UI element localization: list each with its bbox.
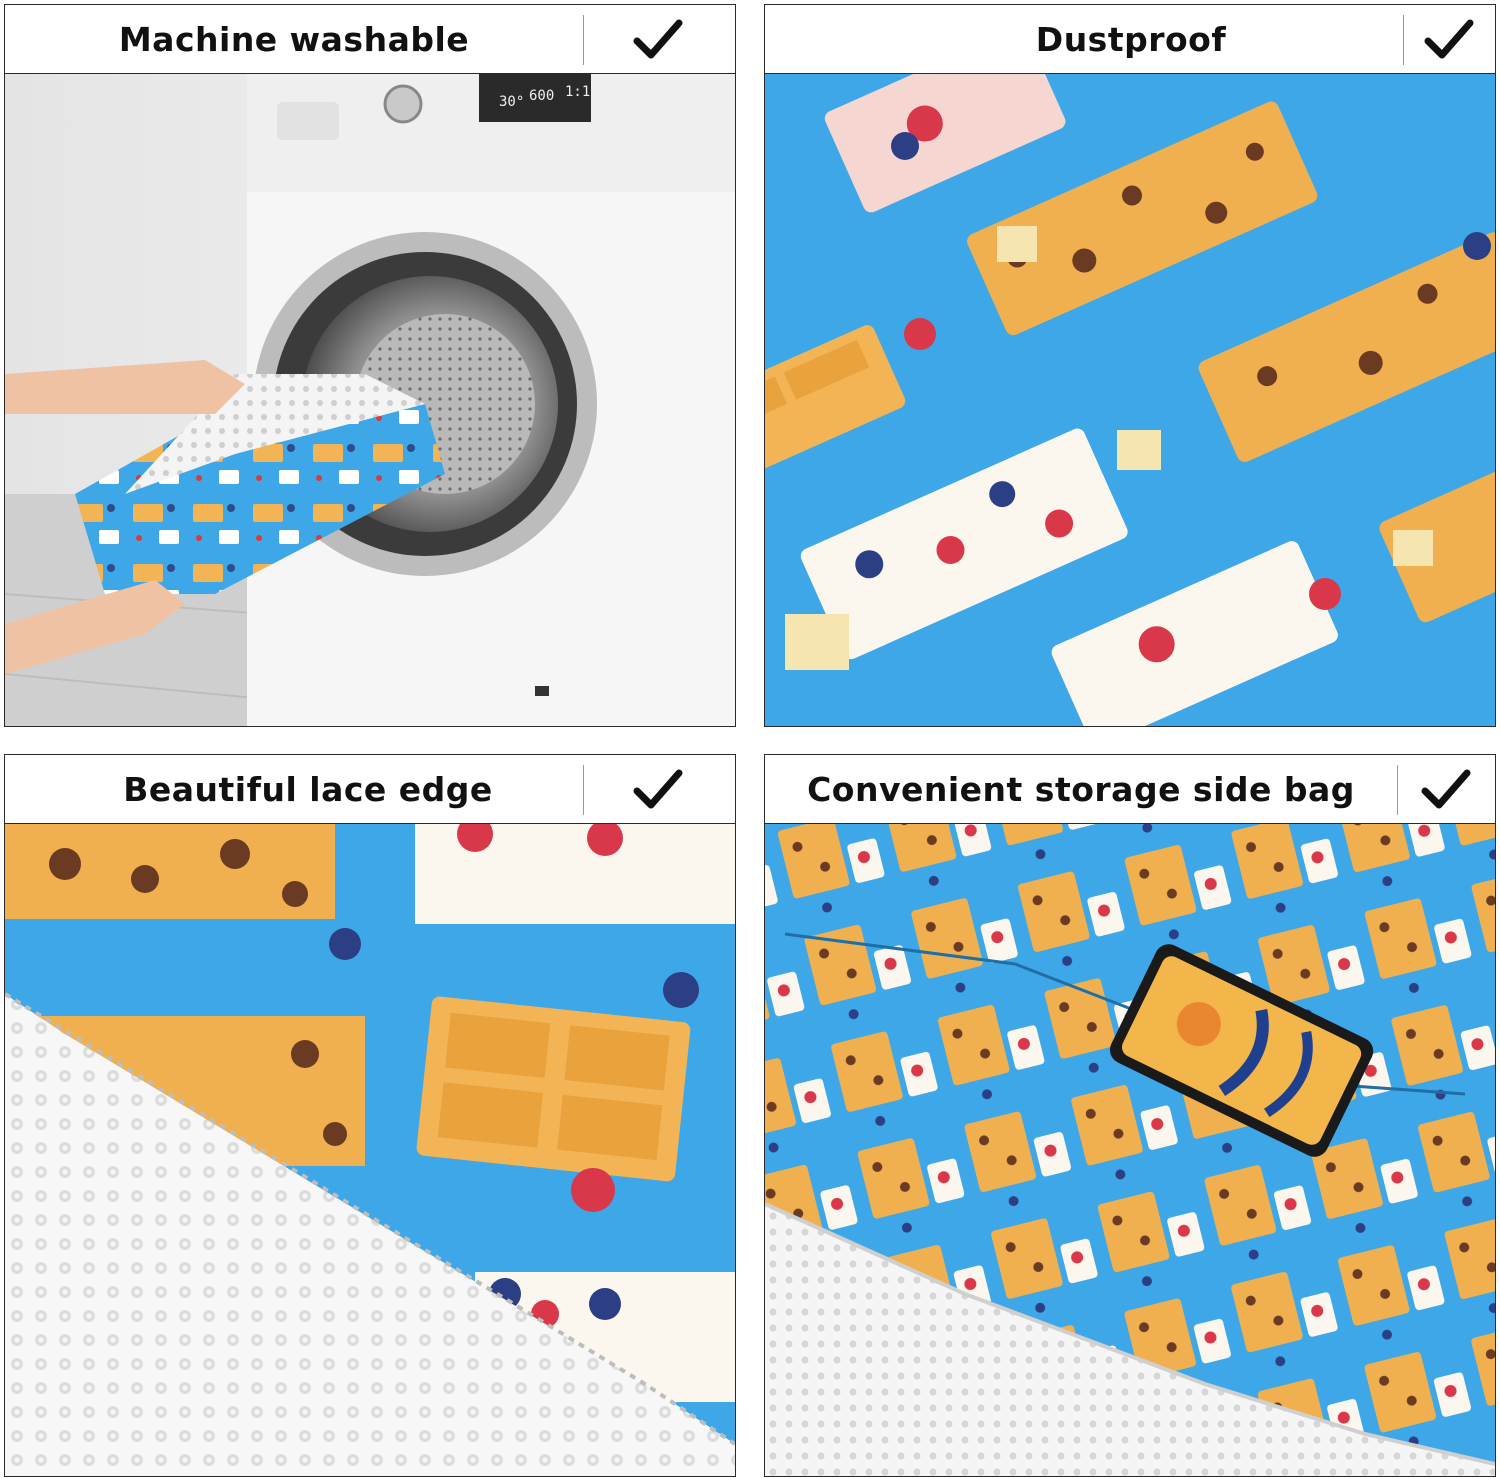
side-pocket-photo [765,824,1495,1476]
checkmark-icon [633,19,683,59]
panel-title: Dustproof [1035,20,1227,59]
feature-panel-dustproof: Dustproof [764,4,1496,727]
header-divider [1403,15,1404,65]
panel-header: Beautiful lace edge [5,755,735,824]
feature-panel-machine-washable: Machine washable [4,4,736,727]
waffle-pattern-fabric-photo [765,74,1495,726]
panel-title: Beautiful lace edge [123,770,493,809]
panel-header: Convenient storage side bag [765,755,1495,824]
washer-time: 1:13 [565,84,599,100]
header-divider [1397,765,1398,815]
feature-panel-storage-side-bag: Convenient storage side bag [764,754,1496,1477]
panel-header: Dustproof [765,5,1495,74]
header-divider [583,765,584,815]
washer-temp: 30° [499,94,524,110]
checkmark-icon [1424,19,1474,59]
washer-spin: 600 [529,88,554,104]
header-divider [583,15,584,65]
checkmark-icon [1421,769,1471,809]
panel-title: Machine washable [118,20,470,59]
panel-title: Convenient storage side bag [807,770,1355,809]
panel-header: Machine washable [5,5,735,74]
checkmark-icon [633,769,683,809]
feature-panel-lace-edge: Beautiful lace edge [4,754,736,1477]
washing-machine-photo: 30° 600 1:13 [5,74,735,726]
lace-edge-closeup-photo [5,824,735,1476]
